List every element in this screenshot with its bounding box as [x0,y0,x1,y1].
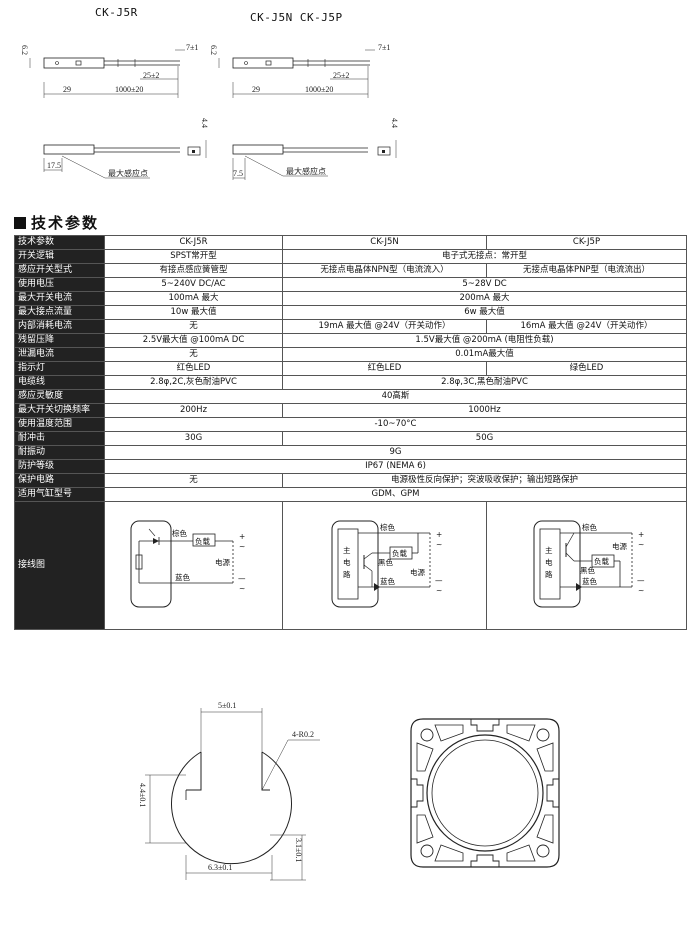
wiring-cell-j5r: 棕色 负载 电源 蓝色 + ~ — ~ [104,501,283,630]
dim-top-right-h: 6.2 [209,45,218,55]
tilde-label: ~ [239,542,245,551]
tilde-label: ~ [638,540,644,549]
minus-label: — [238,574,246,583]
dim-mid-right-pos: 7.5 [233,169,243,178]
dim-mid-left-pos: 17.5 [47,161,61,170]
row-label: 最大接点流量 [14,305,105,320]
main-circuit-char: 电 [343,557,351,567]
dim-bottom-radius: 4-R0.2 [292,730,314,739]
tilde-label: ~ [638,586,644,595]
row-label: 泄漏电流 [14,347,105,362]
wire-brown-label: 棕色 [172,528,187,538]
wire-black-label: 黑色 [580,565,595,575]
wire-blue-label: 蓝色 [380,576,395,586]
spec-table: 技术参数 CK-J5R CK-J5N CK-J5P 开关逻辑 SPST常开型 电… [14,235,687,630]
section-title: 技术参数 [14,212,99,233]
sensor-drawing-top-left: 6.2 7±1 25±2 29 1000±20 [20,43,198,98]
main-circuit-char: 路 [545,569,553,579]
dim-mid-left-note: 最大感应点 [108,168,148,178]
dim-mid-right-note: 最大感应点 [286,166,326,176]
dim-top-left-head: 29 [63,85,71,94]
table-row: 开关逻辑 SPST常开型 电子式无接点：常开型 [14,249,687,264]
tilde-label: ~ [436,586,442,595]
table-row: 最大开关切换频率 200Hz 1000Hz [14,403,687,418]
power-label: 电源 [612,541,627,551]
table-row: 感应灵敏度 40高斯 [14,389,687,404]
wiring-diagram-pnp: 主 电 路 棕色 黑色 负载 电源 蓝色 + ~ [533,520,645,608]
table-row: 指示灯 红色LED 红色LED 绿色LED [14,361,687,376]
wiring-diagram-reed: 棕色 负载 电源 蓝色 + ~ — ~ [130,520,246,608]
power-label: 电源 [410,567,425,577]
main-circuit-char: 主 [343,545,351,555]
dim-top-left-tail: 7±1 [186,43,198,52]
model-label-j5n-j5p: CK-J5N CK-J5P [250,11,343,24]
row-label: 残留压降 [14,333,105,348]
row-label: 接线图 [14,501,105,630]
main-circuit-char: 路 [343,569,351,579]
sensor-drawing-top-right: 6.2 7±1 25±2 29 1000±20 [209,43,390,98]
table-row: 适用气缸型号 GDM、GPM [14,487,687,502]
wire-blue-label: 蓝色 [175,572,190,582]
model-label-j5r: CK-J5R [95,6,138,19]
row-label: 技术参数 [14,235,105,250]
plus-label: + [436,530,442,539]
row-label: 使用电压 [14,277,105,292]
row-label: 耐冲击 [14,431,105,446]
dim-mid-left-h: 4.4 [200,118,209,128]
wire-blue-label: 蓝色 [582,576,597,586]
wiring-cell-j5p: 主 电 路 棕色 黑色 负载 电源 蓝色 + ~ [486,501,687,630]
section-title-text: 技术参数 [31,214,100,232]
row-label: 防护等级 [14,459,105,474]
sensor-side-view-right: 4.4 7.5 最大感应点 [232,118,399,180]
sensor-side-view-left: 4.4 17.5 最大感应点 [43,118,209,179]
load-label: 负载 [392,548,407,558]
load-label: 负载 [594,556,609,566]
table-header-row: 技术参数 CK-J5R CK-J5N CK-J5P [14,235,687,250]
dim-top-right-slot: 25±2 [333,71,349,80]
dim-top-left-cable: 1000±20 [115,85,143,94]
plus-label: + [638,530,644,539]
dim-bottom-right: 3.1±0.1 [294,838,303,862]
dim-top-left-slot: 25±2 [143,71,159,80]
table-row: 最大开关电流 100mA 最大 200mA 最大 [14,291,687,306]
row-label: 感应灵敏度 [14,389,105,404]
dim-top-left-h: 6.2 [20,45,29,55]
table-row: 使用温度范围 -10~70°C [14,417,687,432]
dim-top-right-cable: 1000±20 [305,85,333,94]
plus-label: + [239,532,245,541]
table-row: 防护等级 IP67 (NEMA 6) [14,459,687,474]
wiring-diagram-npn: 主 电 路 棕色 黑色 负载 电源 蓝色 + [331,520,443,608]
tilde-label: ~ [239,584,245,593]
wire-black-label: 黑色 [378,557,393,567]
cylinder-profile-drawing [410,718,560,868]
wire-brown-label: 棕色 [380,522,395,532]
dim-top-right-tail: 7±1 [378,43,390,52]
dim-bottom-top: 5±0.1 [218,701,236,710]
dim-mid-right-h: 4.4 [390,118,399,128]
main-circuit-char: 电 [545,557,553,567]
section-bullet-icon [14,217,26,229]
wire-brown-label: 棕色 [582,522,597,532]
table-row: 使用电压 5~240V DC/AC 5~28V DC [14,277,687,292]
row-label: 开关逻辑 [14,249,105,264]
table-row: 感应开关型式 有接点感应簧管型 无接点电晶体NPN型（电流流入） 无接点电晶体P… [14,263,687,278]
wiring-cell-j5n: 主 电 路 棕色 黑色 负载 电源 蓝色 + [282,501,487,630]
dim-bottom-left: 4.4±0.1 [138,783,147,807]
tilde-label: ~ [436,540,442,549]
dim-bottom-bottom: 6.3±0.1 [208,863,232,872]
dim-top-right-head: 29 [252,85,260,94]
wiring-row: 接线图 棕色 负载 电源 蓝色 + ~ [14,501,687,630]
power-label: 电源 [215,557,230,567]
main-circuit-char: 主 [545,545,553,555]
minus-label: — [637,576,645,585]
row-label: 保护电路 [14,473,105,488]
load-label: 负载 [195,536,210,546]
minus-label: — [435,576,443,585]
